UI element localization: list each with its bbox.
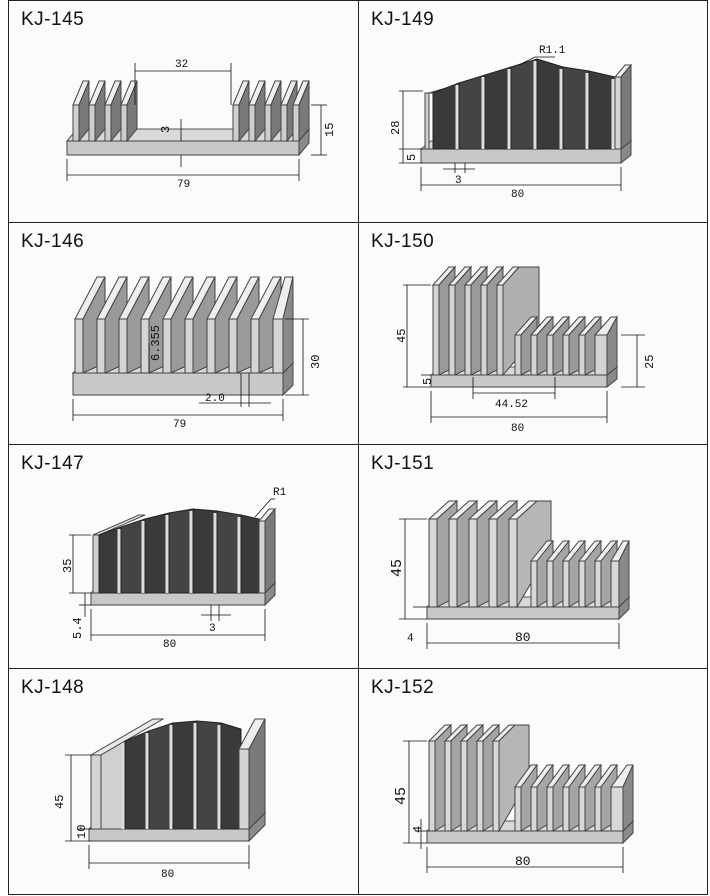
dim-label: 45 bbox=[393, 787, 410, 805]
dim-label: 79 bbox=[177, 179, 190, 191]
panel-title: KJ-146 bbox=[21, 231, 85, 252]
heatsink-drawing: 45 4 80 bbox=[389, 499, 631, 649]
dimension-lines bbox=[403, 284, 645, 423]
heatsink-drawing: 32 3 15 79 bbox=[65, 59, 337, 191]
base-front-face bbox=[66, 140, 300, 156]
dimension-lines bbox=[69, 498, 275, 641]
fin-array bbox=[100, 718, 266, 831]
tall-fin-group bbox=[427, 499, 552, 609]
panel-title: KJ-147 bbox=[21, 453, 85, 474]
panel-kj-147: KJ-147 bbox=[8, 444, 360, 670]
fin-array bbox=[74, 276, 294, 375]
dim-label: 5 bbox=[421, 378, 435, 385]
dim-label: 3 bbox=[159, 126, 173, 133]
dim-label: 3 bbox=[455, 175, 462, 187]
tall-fin-group bbox=[427, 723, 530, 833]
dim-label: 80 bbox=[511, 423, 524, 435]
panel-kj-148: KJ-148 bbox=[8, 668, 360, 895]
dim-label: 80 bbox=[161, 869, 174, 881]
panel-title: KJ-148 bbox=[21, 677, 85, 698]
panel-title: KJ-150 bbox=[371, 231, 435, 252]
panel-kj-146: KJ-146 bbox=[8, 222, 360, 446]
dim-label: R1 bbox=[273, 487, 287, 499]
dim-label: 45 bbox=[53, 795, 67, 809]
right-fin-group bbox=[232, 80, 310, 143]
dim-label: 45 bbox=[389, 559, 406, 577]
panel-kj-149: KJ-149 bbox=[358, 0, 708, 224]
dim-label: 5.4 bbox=[71, 617, 85, 639]
heatsink-drawing: 45 10 80 bbox=[53, 718, 267, 881]
dim-label: 80 bbox=[515, 854, 531, 869]
heatsink-drawing: R1.1 28 5 3 80 bbox=[389, 45, 633, 201]
panel-kj-145: KJ-145 bbox=[8, 0, 360, 224]
dimension-lines bbox=[72, 318, 309, 421]
dim-label: 6.355 bbox=[149, 325, 163, 361]
panel-title: KJ-151 bbox=[371, 453, 435, 474]
dim-label: 80 bbox=[163, 639, 176, 651]
dim-label: 10 bbox=[75, 825, 89, 839]
dimension-lines bbox=[399, 518, 620, 649]
dim-label: R1.1 bbox=[539, 45, 566, 57]
fin-array bbox=[424, 58, 633, 151]
dim-label: 80 bbox=[515, 630, 531, 645]
dim-label: 25 bbox=[643, 355, 657, 369]
panel-title: KJ-152 bbox=[371, 677, 435, 698]
dim-label: 4 bbox=[407, 633, 414, 645]
dim-label: 32 bbox=[175, 59, 188, 71]
panel-title: KJ-149 bbox=[371, 9, 435, 30]
dimension-lines bbox=[66, 63, 327, 181]
dim-label: 45 bbox=[395, 329, 409, 343]
panel-kj-152: KJ-152 bbox=[358, 668, 708, 895]
short-fin-group bbox=[513, 315, 618, 377]
dim-label: 3 bbox=[209, 623, 216, 635]
dim-label: 28 bbox=[389, 121, 403, 135]
heatsink-drawing: 6.355 30 2.0 79 bbox=[71, 276, 323, 431]
heatsink-drawing: R1 35 5.4 3 80 bbox=[61, 487, 287, 651]
dim-label: 2.0 bbox=[205, 393, 225, 405]
heatsink-drawing: 45 4 80 bbox=[393, 723, 635, 873]
fin-array bbox=[92, 507, 277, 595]
heatsink-drawing: 45 5 25 44.52 80 bbox=[395, 265, 657, 435]
dimension-lines bbox=[65, 754, 250, 869]
dim-label: 35 bbox=[61, 559, 75, 573]
short-fin-group bbox=[529, 539, 630, 609]
dim-label: 4 bbox=[411, 826, 425, 833]
dim-label: 44.52 bbox=[495, 399, 528, 411]
dimension-lines bbox=[399, 56, 622, 191]
dim-label: 5 bbox=[405, 154, 419, 161]
panel-kj-150: KJ-150 bbox=[358, 222, 708, 446]
dimension-lines bbox=[403, 740, 624, 873]
dim-label: 30 bbox=[309, 355, 323, 369]
panel-kj-151: KJ-151 bbox=[358, 444, 708, 670]
dim-label: 79 bbox=[173, 419, 186, 431]
panel-title: KJ-145 bbox=[21, 9, 85, 30]
tall-fin-group bbox=[431, 265, 540, 377]
dim-label: 80 bbox=[511, 189, 524, 201]
left-fin-group bbox=[72, 80, 138, 143]
dim-label: 15 bbox=[323, 123, 337, 137]
short-fin-group bbox=[514, 763, 634, 833]
